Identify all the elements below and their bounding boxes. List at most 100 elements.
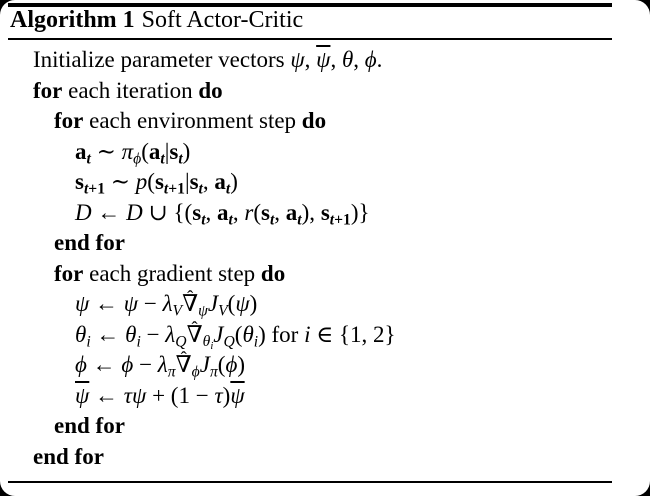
algorithm-line: at ∼ πϕ(at|st)	[8, 137, 638, 168]
math-token: st	[261, 199, 275, 228]
math-token: do	[260, 260, 286, 286]
math-token: θi	[202, 332, 214, 352]
math-token: t	[269, 210, 275, 228]
subscript: t	[199, 180, 203, 197]
math-token: ←	[86, 352, 122, 377]
math-token: at	[285, 199, 302, 228]
math-token: ,	[353, 47, 365, 72]
subscript: t	[270, 211, 274, 228]
math-token: )	[237, 352, 246, 377]
math-token: st	[192, 199, 206, 228]
math-token: ←	[89, 382, 124, 408]
math-token: p	[135, 169, 148, 194]
math-token: .	[376, 47, 383, 72]
subscript: ϕ	[133, 150, 141, 167]
math-token: ),	[301, 199, 321, 225]
subscript: V	[173, 302, 183, 319]
math-token: ,	[274, 199, 286, 225]
math-token: )	[249, 291, 258, 316]
math-token: ψ	[75, 382, 90, 408]
math-token: for	[33, 77, 63, 103]
algorithm-line: Initialize parameter vectors ψ, ψ, θ, ϕ.	[8, 45, 638, 76]
math-token: )	[182, 138, 191, 164]
math-token: t	[329, 210, 335, 228]
math-token: ∼	[105, 169, 136, 194]
hat-accent-icon: ˆ	[191, 317, 198, 338]
math-token: π	[167, 363, 176, 381]
top-rule	[8, 3, 612, 7]
math-token: t	[86, 149, 91, 167]
math-token: ∈ {1, 2}	[310, 321, 396, 347]
math-token: end for	[33, 443, 104, 469]
math-token: i	[136, 332, 141, 350]
math-token: i	[86, 332, 91, 350]
subscript: t	[229, 211, 233, 228]
algorithm-line: ψ ← τψ + (1 − τ)ψ	[8, 381, 638, 412]
math-token: D	[75, 199, 92, 225]
math-token: Initialize parameter vectors	[33, 47, 291, 72]
algorithm-line: end for	[8, 228, 638, 259]
math-token: +1	[88, 180, 106, 198]
algorithm-body: Initialize parameter vectors ψ, ψ, θ, ϕ.…	[8, 45, 638, 472]
math-token: τ	[214, 382, 223, 408]
math-token: ψ	[198, 302, 208, 320]
math-token: ˆ∇ψ	[182, 287, 208, 319]
math-token: st+1	[320, 199, 351, 228]
algorithm-line: D ← D ∪ {(st, at, r(st, at), st+1)}	[8, 198, 638, 229]
math-token: t	[83, 180, 89, 198]
math-token: each gradient step	[83, 260, 261, 286]
math-token: ˆ∇ϕ	[176, 348, 200, 380]
math-token: do	[301, 108, 327, 133]
algorithm-title: Soft Actor-Critic	[141, 7, 304, 33]
math-token: ,	[232, 199, 245, 225]
algorithm-line: for each gradient step do	[8, 259, 638, 290]
subscript: i	[136, 333, 140, 350]
math-token: st	[189, 169, 203, 198]
math-token: ,	[205, 199, 218, 225]
math-token: θi	[75, 321, 91, 350]
bottom-rule	[8, 481, 612, 483]
hat-accent-base: ˆ∇	[176, 348, 192, 381]
subscript: i	[254, 333, 258, 350]
algorithm-line: st+1 ∼ p(st+1|st, at)	[8, 167, 638, 198]
math-token: i	[304, 321, 311, 347]
math-token: ←	[89, 291, 124, 316]
hat-accent-base: ˆ∇	[187, 318, 203, 351]
math-token: θ	[341, 47, 354, 72]
math-token: ←	[91, 199, 127, 225]
math-token: )	[230, 169, 238, 194]
subscript: π	[168, 363, 176, 380]
math-token: Q	[223, 332, 235, 350]
math-token: V	[218, 302, 228, 320]
math-token: do	[198, 77, 223, 103]
math-token: (	[147, 169, 155, 194]
math-token: θi	[242, 321, 259, 350]
math-token: st	[169, 138, 183, 167]
subscript: t+1	[330, 211, 351, 228]
math-token: +1	[334, 210, 351, 228]
algorithm-line: for each environment step do	[8, 106, 638, 137]
math-token: each iteration	[62, 77, 199, 103]
math-token: −	[138, 291, 163, 316]
math-token: ) for	[258, 321, 305, 347]
math-token: for	[54, 108, 84, 133]
algorithm-line: for each iteration do	[8, 76, 638, 107]
math-token: t	[297, 210, 302, 228]
math-token: πϕ	[121, 138, 142, 167]
subscript: ψ	[198, 302, 208, 319]
math-token: end for	[54, 413, 125, 438]
math-token: π	[209, 363, 218, 381]
math-token: i	[210, 340, 214, 352]
subscript: t	[160, 150, 164, 167]
math-token: )}	[350, 199, 370, 225]
math-token: λπ	[157, 352, 176, 381]
header-rule	[8, 38, 612, 40]
math-token: ϕ	[191, 363, 200, 381]
math-token: (	[217, 352, 226, 377]
algorithm-line: end for	[8, 411, 638, 442]
subscript: ϕ	[192, 363, 200, 380]
math-token: Jπ	[199, 352, 218, 381]
math-token: t	[225, 180, 231, 198]
math-token: −	[133, 352, 158, 377]
